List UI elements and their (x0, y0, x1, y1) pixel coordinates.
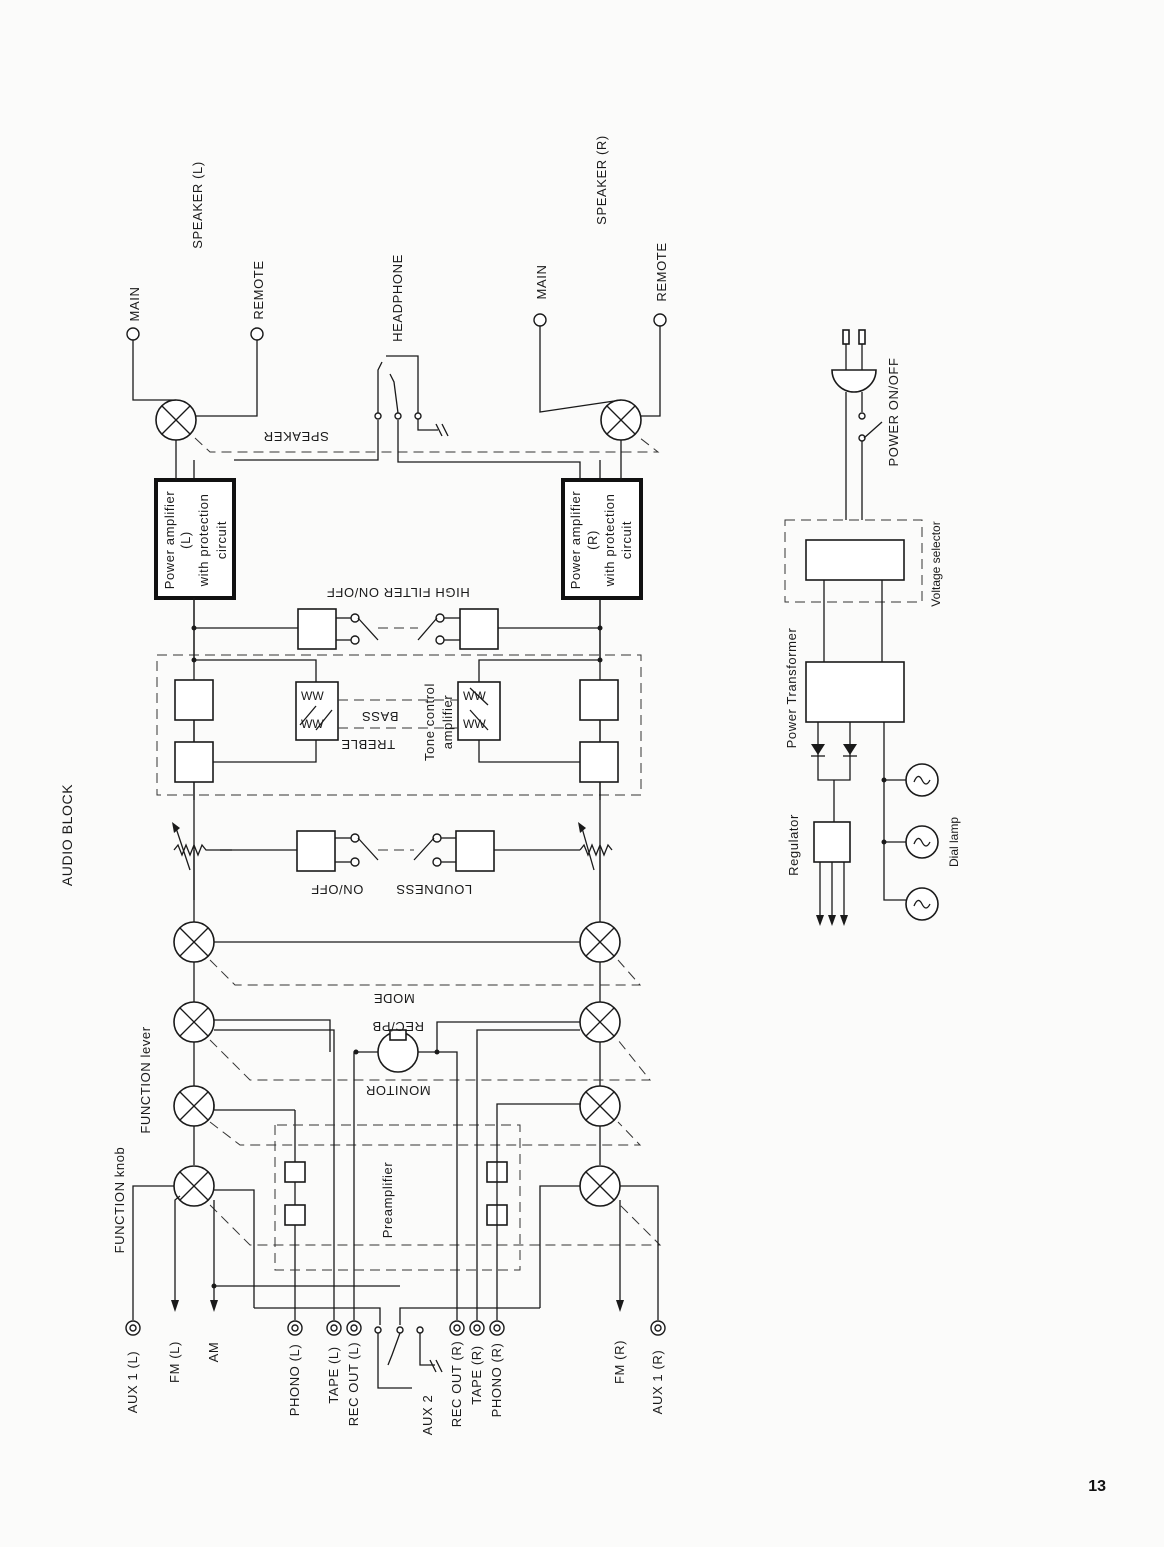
remote-label-left: REMOTE (251, 260, 266, 319)
tone-amplifier-label: amplifier (440, 695, 455, 750)
remote-terminal-right (653, 313, 667, 327)
power-transformer-label: Power Transformer (784, 628, 799, 749)
power-switch-icon (858, 412, 883, 442)
function-knob-left (173, 1165, 215, 1207)
main-terminal-left (126, 327, 140, 341)
page-number: 13 (1088, 1478, 1106, 1495)
svg-text:WW: WW (463, 689, 486, 703)
fm-right-label: FM (R) (612, 1340, 627, 1384)
rec-out-left-label: REC OUT (L) (346, 1342, 361, 1426)
dial-lamp-label: Dial lamp (947, 817, 961, 867)
speaker-right-label: SPEAKER (R) (594, 135, 609, 225)
rectifier-diode-icon (811, 722, 857, 781)
voltage-selector-label: Voltage selector (929, 521, 943, 606)
regulator-label: Regulator (786, 814, 801, 876)
speaker-label: SPEAKER (263, 429, 329, 444)
main-terminal-right (533, 313, 547, 327)
dial-lamp-icon (905, 763, 939, 921)
rec-out-right-label: REC OUT (R) (449, 1341, 464, 1428)
voltage-selector-frame (784, 519, 923, 603)
power-amp-right-line2: (R) (585, 530, 600, 550)
tape-left-label: TAPE (L) (326, 1346, 341, 1403)
diagram-title: AUDIO BLOCK (59, 784, 75, 886)
treble-label: TREBLE (341, 737, 395, 752)
am-label: AM (206, 1342, 221, 1363)
regulator (813, 821, 851, 863)
speaker-selector-right (600, 399, 642, 441)
regulator-outputs (816, 862, 848, 926)
headphone-label: HEADPHONE (390, 254, 405, 342)
tone-control-label: Tone control (422, 683, 437, 761)
function-lever-right (579, 1085, 621, 1127)
power-amp-right-line4: circuit (619, 521, 634, 559)
loudness-onoff-label: ON/OFF (311, 882, 364, 897)
aux1-right-label: AUX 1 (R) (650, 1350, 665, 1415)
power-amp-left (154, 478, 236, 600)
mode-switch-right (579, 921, 621, 963)
phono-left-label: PHONO (L) (287, 1344, 302, 1417)
headphone-jack (234, 355, 581, 480)
svg-text:WW: WW (463, 717, 486, 731)
main-label-left: MAIN (127, 287, 142, 322)
aux2-jack (374, 1326, 443, 1389)
function-lever-left (173, 1085, 215, 1127)
power-amp-left-line3: with protection (196, 494, 211, 588)
power-amp-left-line1: Power amplifier (162, 491, 177, 590)
input-jacks (125, 1320, 666, 1336)
function-knob-right (579, 1165, 621, 1207)
power-amp-left-line4: circuit (214, 521, 229, 559)
speaker-left-label: SPEAKER (L) (190, 161, 205, 249)
power-switch-label: POWER ON/OFF (886, 357, 901, 466)
remote-label-right: REMOTE (654, 242, 669, 301)
svg-text:WW: WW (301, 689, 324, 703)
aux2-label: AUX 2 (420, 1395, 435, 1436)
monitor-switch-left (173, 1001, 215, 1043)
loudness-label: LOUDNESS (396, 882, 472, 897)
aux1-left-label: AUX 1 (L) (125, 1351, 140, 1413)
function-lever-label: FUNCTION lever (138, 1026, 153, 1133)
preamplifier-label: Preamplifier (380, 1162, 395, 1239)
remote-terminal-left (250, 327, 264, 341)
voltage-selector (805, 539, 905, 581)
monitor-switch-right (579, 1001, 621, 1043)
power-transformer (805, 661, 905, 723)
mode-label: MODE (373, 991, 414, 1006)
mode-switch-left (173, 921, 215, 963)
fm-left-label: FM (L) (167, 1341, 182, 1383)
speaker-selector-left (155, 399, 197, 441)
rec-pb-label: REC/PB (372, 1019, 424, 1034)
power-amp-right-line1: Power amplifier (568, 491, 583, 590)
function-knob-label: FUNCTION knob (112, 1147, 127, 1254)
main-label-right: MAIN (534, 265, 549, 300)
phono-right-label: PHONO (R) (489, 1343, 504, 1418)
high-filter-label: HIGH FILTER ON/OFF (326, 585, 469, 600)
power-plug-icon (831, 329, 877, 393)
power-amp-left-line2: (L) (178, 531, 193, 549)
tape-right-label: TAPE (R) (469, 1345, 484, 1404)
power-amp-right (561, 478, 643, 600)
power-amp-right-line3: with protection (602, 494, 617, 588)
monitor-label: MONITOR (365, 1083, 430, 1098)
bass-label: BASS (361, 709, 398, 724)
